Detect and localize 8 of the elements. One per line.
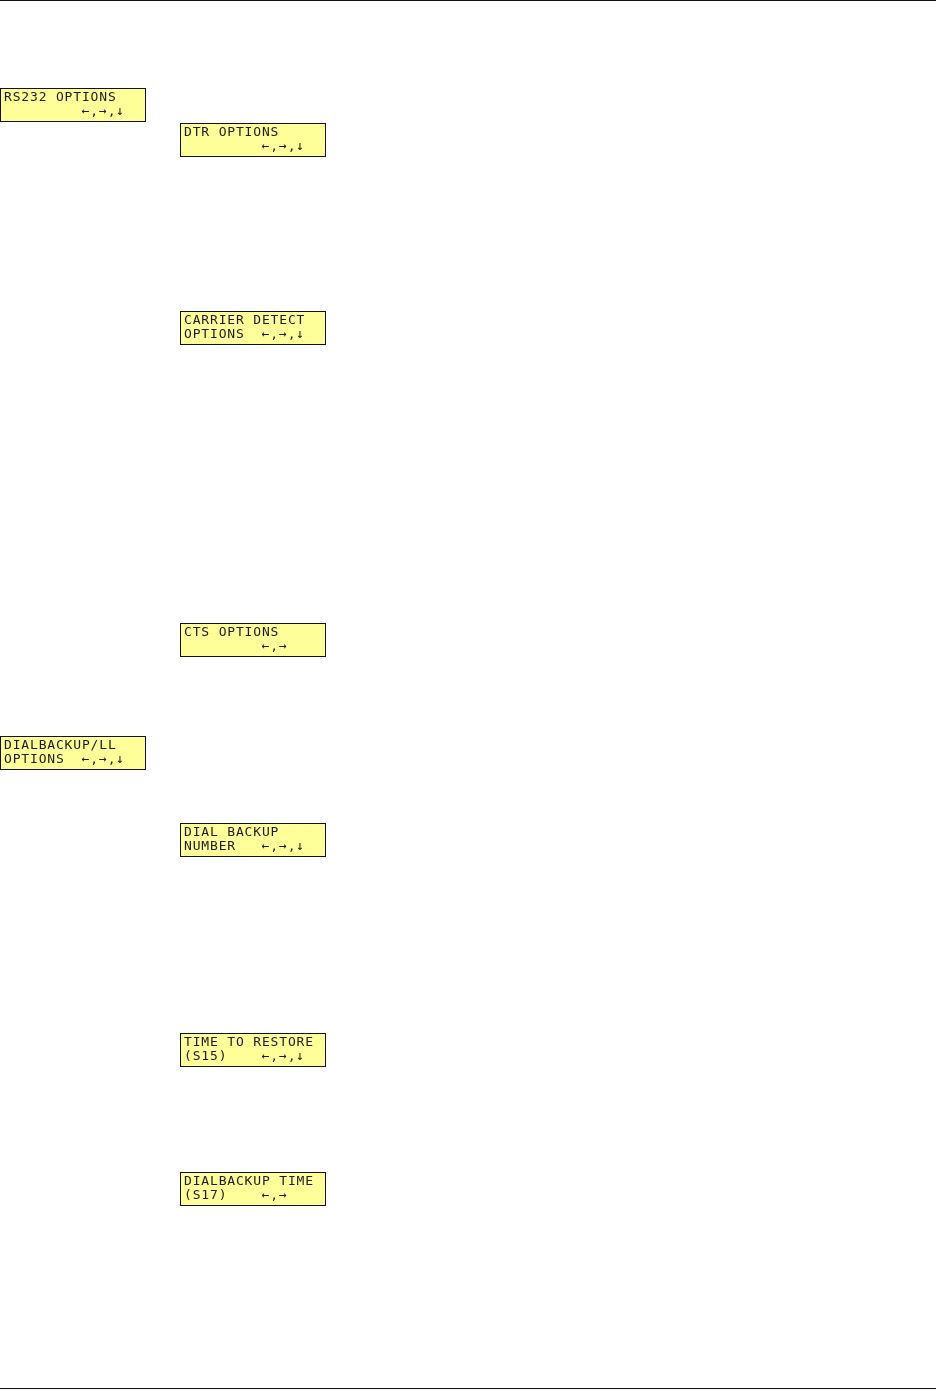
- lcd-display: DIALBACKUP/LL OPTIONS ←,→,↓: [0, 736, 146, 770]
- lcd-display: TIME TO RESTORE (S15) ←,→,↓: [180, 1033, 326, 1067]
- lcd-display: CTS OPTIONS ←,→: [180, 623, 326, 657]
- lcd-display: DIAL BACKUP NUMBER ←,→,↓: [180, 823, 326, 857]
- lcd-display: DTR OPTIONS ←,→,↓: [180, 123, 326, 157]
- lcd-display: DIALBACKUP TIME (S17) ←,→: [180, 1172, 326, 1206]
- lcd-display: CARRIER DETECT OPTIONS ←,→,↓: [180, 311, 326, 345]
- lcd-display: RS232 OPTIONS ←,→,↓: [0, 88, 146, 122]
